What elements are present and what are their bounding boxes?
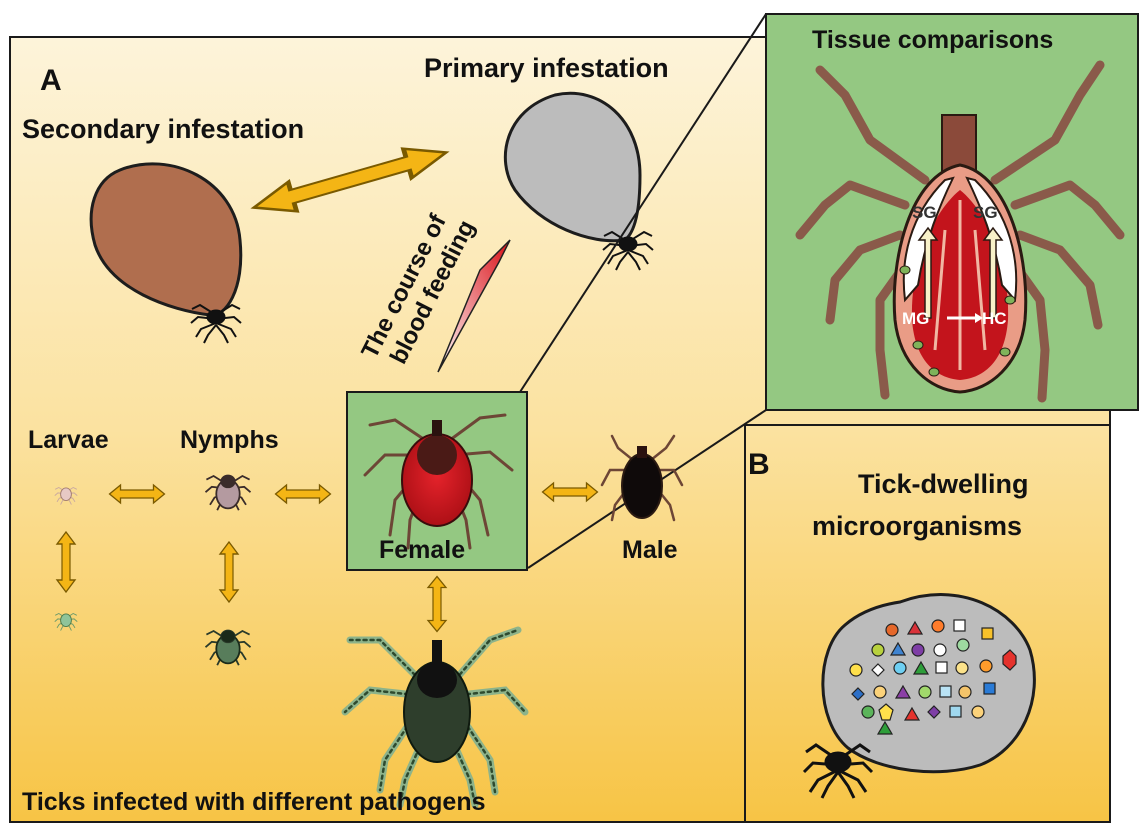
nymphs-label: Nymphs — [180, 426, 279, 454]
primary-infestation-label: Primary infestation — [424, 53, 669, 83]
tissue-comparisons-title: Tissue comparisons — [812, 26, 1053, 54]
mg-label: MG — [902, 309, 929, 328]
sg-left-label: SG — [912, 203, 937, 222]
secondary-infestation-label: Secondary infestation — [22, 114, 304, 144]
panel-b-title-line1: Tick-dwelling — [858, 469, 1029, 499]
sg-right-label: SG — [973, 203, 998, 222]
female-label: Female — [379, 536, 465, 564]
male-label: Male — [622, 536, 678, 564]
larvae-label: Larvae — [28, 426, 109, 454]
panel-b-letter: B — [748, 448, 770, 481]
hc-label: HC — [982, 309, 1007, 328]
infected-ticks-caption: Ticks infected with different pathogens — [22, 788, 486, 816]
panel-b-title-line2: microorganisms — [812, 511, 1022, 541]
panel-a-letter: A — [40, 64, 62, 97]
